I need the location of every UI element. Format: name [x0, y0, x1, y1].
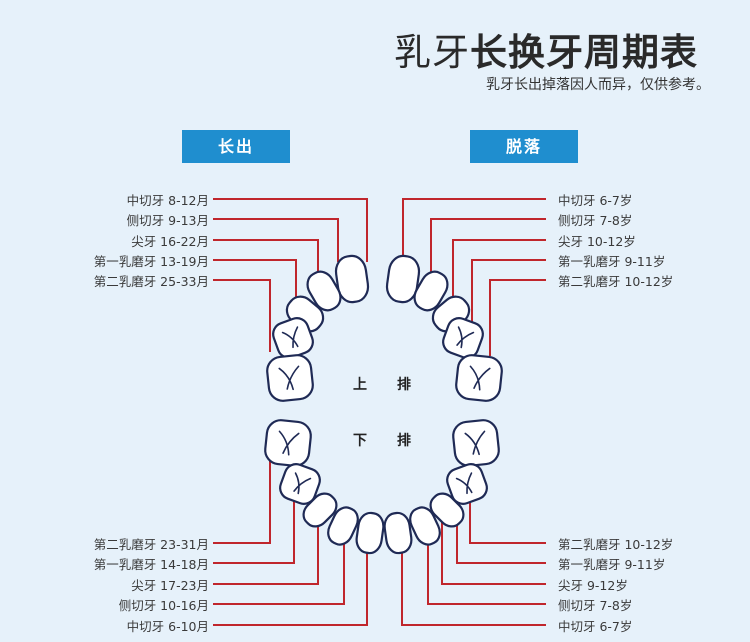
title-bold: 长换牙周期表: [470, 31, 698, 74]
upper-right-central-incisor-tooth: [334, 254, 370, 304]
lower-shed-label-4: 中切牙 6-7岁: [558, 619, 633, 634]
upper-left-central-incisor-tooth: [385, 254, 421, 304]
erupt-badge: 长出: [182, 130, 290, 163]
upper-erupt-4-leader: [213, 279, 271, 352]
upper-shed-label-4: 第二乳磨牙 10-12岁: [558, 274, 674, 289]
lower-erupt-label-1: 第一乳磨牙 14-18月: [93, 557, 209, 572]
shed-badge: 脱落: [470, 130, 578, 163]
lower-label-2: 排: [397, 433, 411, 449]
lower-erupt-4-leader: [213, 520, 368, 626]
page-subtitle: 乳牙长出掉落因人而异，仅供参考。: [486, 77, 710, 93]
upper-erupt-label-3: 第一乳磨牙 13-19月: [93, 254, 209, 269]
lower-erupt-3-leader: [213, 520, 345, 605]
upper-left-second-molar-tooth: [455, 354, 503, 402]
upper-shed-2-leader: [452, 239, 546, 296]
lower-shed-label-0: 第二乳磨牙 10-12岁: [558, 537, 674, 552]
upper-erupt-2-leader: [213, 239, 319, 296]
upper-right-lateral-incisor-tooth: [306, 270, 342, 312]
lower-left-second-molar-tooth: [452, 419, 500, 467]
lower-left-canine-tooth: [429, 492, 465, 528]
lower-erupt-label-4: 中切牙 6-10月: [126, 619, 209, 634]
upper-erupt-1-leader: [213, 218, 339, 262]
upper-erupt-label-0: 中切牙 8-12月: [126, 193, 209, 208]
upper-shed-label-3: 第一乳磨牙 9-11岁: [558, 254, 666, 269]
lower-shed-label-1: 第一乳磨牙 9-11岁: [558, 557, 666, 572]
page-title: 乳牙长换牙周期表: [394, 22, 698, 76]
upper-erupt-label-1: 侧切牙 9-13月: [126, 213, 209, 228]
leader-lines: [213, 198, 546, 626]
upper-left-first-molar-tooth: [442, 317, 484, 359]
lower-right-canine-tooth: [302, 492, 338, 528]
lower-shed-label-2: 尖牙 9-12岁: [558, 578, 628, 593]
upper-label-1: 上: [353, 377, 367, 393]
upper-shed-4-leader: [489, 279, 546, 356]
teeth-arch: [264, 254, 503, 555]
lower-erupt-label-3: 侧切牙 10-16月: [118, 598, 209, 613]
lower-erupt-label-0: 第二乳磨牙 23-31月: [93, 537, 209, 552]
upper-shed-3-leader: [471, 259, 546, 322]
lower-erupt-0-leader: [213, 460, 271, 544]
upper-erupt-label-4: 第二乳磨牙 25-33月: [93, 274, 209, 289]
lower-right-central-incisor-tooth: [355, 511, 385, 555]
lower-erupt-2-leader: [213, 505, 319, 585]
upper-shed-0-leader: [402, 198, 546, 262]
lower-left-lateral-incisor-tooth: [409, 506, 441, 546]
lower-left-first-molar-tooth: [446, 463, 488, 505]
lower-right-lateral-incisor-tooth: [327, 506, 359, 546]
lower-shed-3-leader: [427, 520, 546, 605]
upper-shed-label-1: 侧切牙 7-8岁: [558, 213, 633, 228]
lower-erupt-label-2: 尖牙 17-23月: [131, 578, 209, 593]
upper-erupt-0-leader: [213, 198, 368, 262]
upper-erupt-3-leader: [213, 259, 297, 312]
upper-shed-1-leader: [430, 218, 546, 276]
title-light: 乳牙: [394, 31, 470, 74]
lower-shed-label-3: 侧切牙 7-8岁: [558, 598, 633, 613]
lower-shed-2-leader: [441, 505, 546, 585]
lower-erupt-1-leader: [213, 480, 295, 564]
upper-right-second-molar-tooth: [266, 354, 314, 402]
lower-shed-4-leader: [401, 520, 546, 626]
upper-left-lateral-incisor-tooth: [413, 270, 449, 312]
lower-right-second-molar-tooth: [264, 419, 312, 467]
upper-erupt-label-2: 尖牙 16-22月: [131, 234, 209, 249]
upper-shed-label-2: 尖牙 10-12岁: [558, 234, 636, 249]
upper-label-2: 排: [397, 377, 411, 393]
lower-right-first-molar-tooth: [279, 463, 321, 505]
upper-shed-label-0: 中切牙 6-7岁: [558, 193, 633, 208]
lower-label-1: 下: [353, 433, 367, 449]
lower-left-central-incisor-tooth: [383, 511, 413, 555]
